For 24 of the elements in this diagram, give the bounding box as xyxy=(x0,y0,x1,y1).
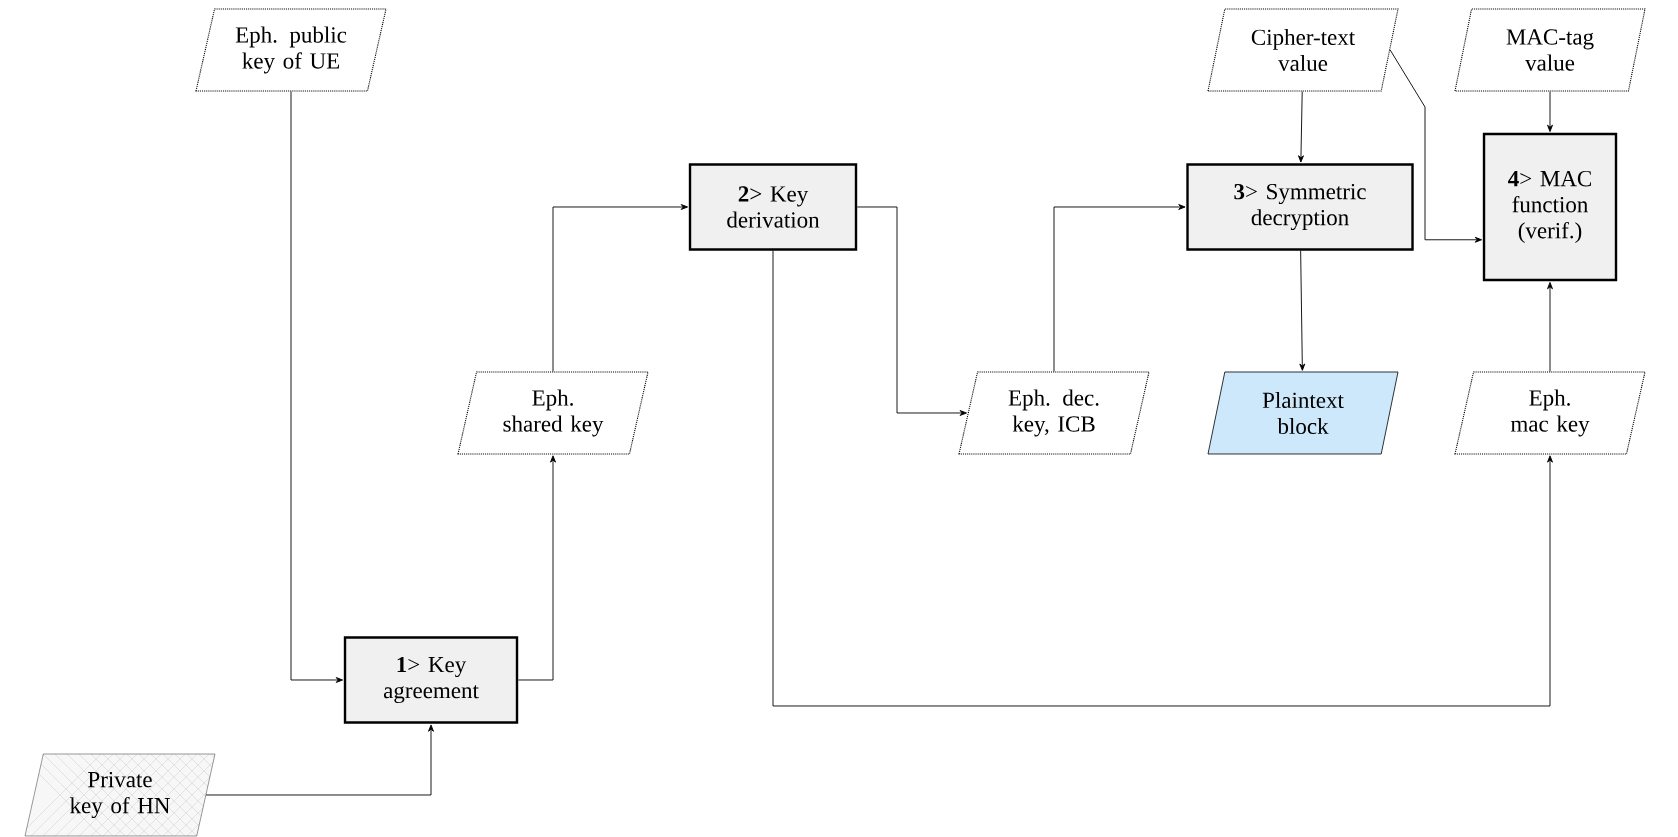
arrow xyxy=(290,91,343,683)
data-parallelogram: Eph. dec. key, ICB xyxy=(958,371,1150,455)
arrow xyxy=(1053,204,1186,372)
arrow xyxy=(856,206,967,416)
data-parallelogram: Cipher-text value xyxy=(1207,8,1399,92)
data-parallelogram: Eph. public key of UE xyxy=(195,8,387,92)
process-box: 2> Key derivation xyxy=(688,163,858,251)
arrow xyxy=(1389,49,1482,243)
data-parallelogram: Eph. mac key xyxy=(1454,371,1646,455)
process-box: 1> Key agreement xyxy=(343,636,519,724)
process-box: 4> MAC function (verif.) xyxy=(1482,132,1618,282)
arrow xyxy=(1299,250,1306,371)
data-parallelogram: MAC-tag value xyxy=(1454,8,1646,92)
arrow xyxy=(772,250,1553,707)
arrow xyxy=(552,204,689,372)
arrow xyxy=(1298,91,1304,163)
process-box: 3> Symmetric decryption xyxy=(1186,163,1414,251)
arrow xyxy=(205,724,434,796)
arrow xyxy=(517,455,556,681)
output-parallelogram: Plaintext block xyxy=(1207,371,1399,455)
key-parallelogram: Private key of HN xyxy=(24,753,216,837)
data-parallelogram: Eph. shared key xyxy=(457,371,649,455)
arrow xyxy=(1547,91,1553,132)
arrow xyxy=(1547,282,1553,372)
